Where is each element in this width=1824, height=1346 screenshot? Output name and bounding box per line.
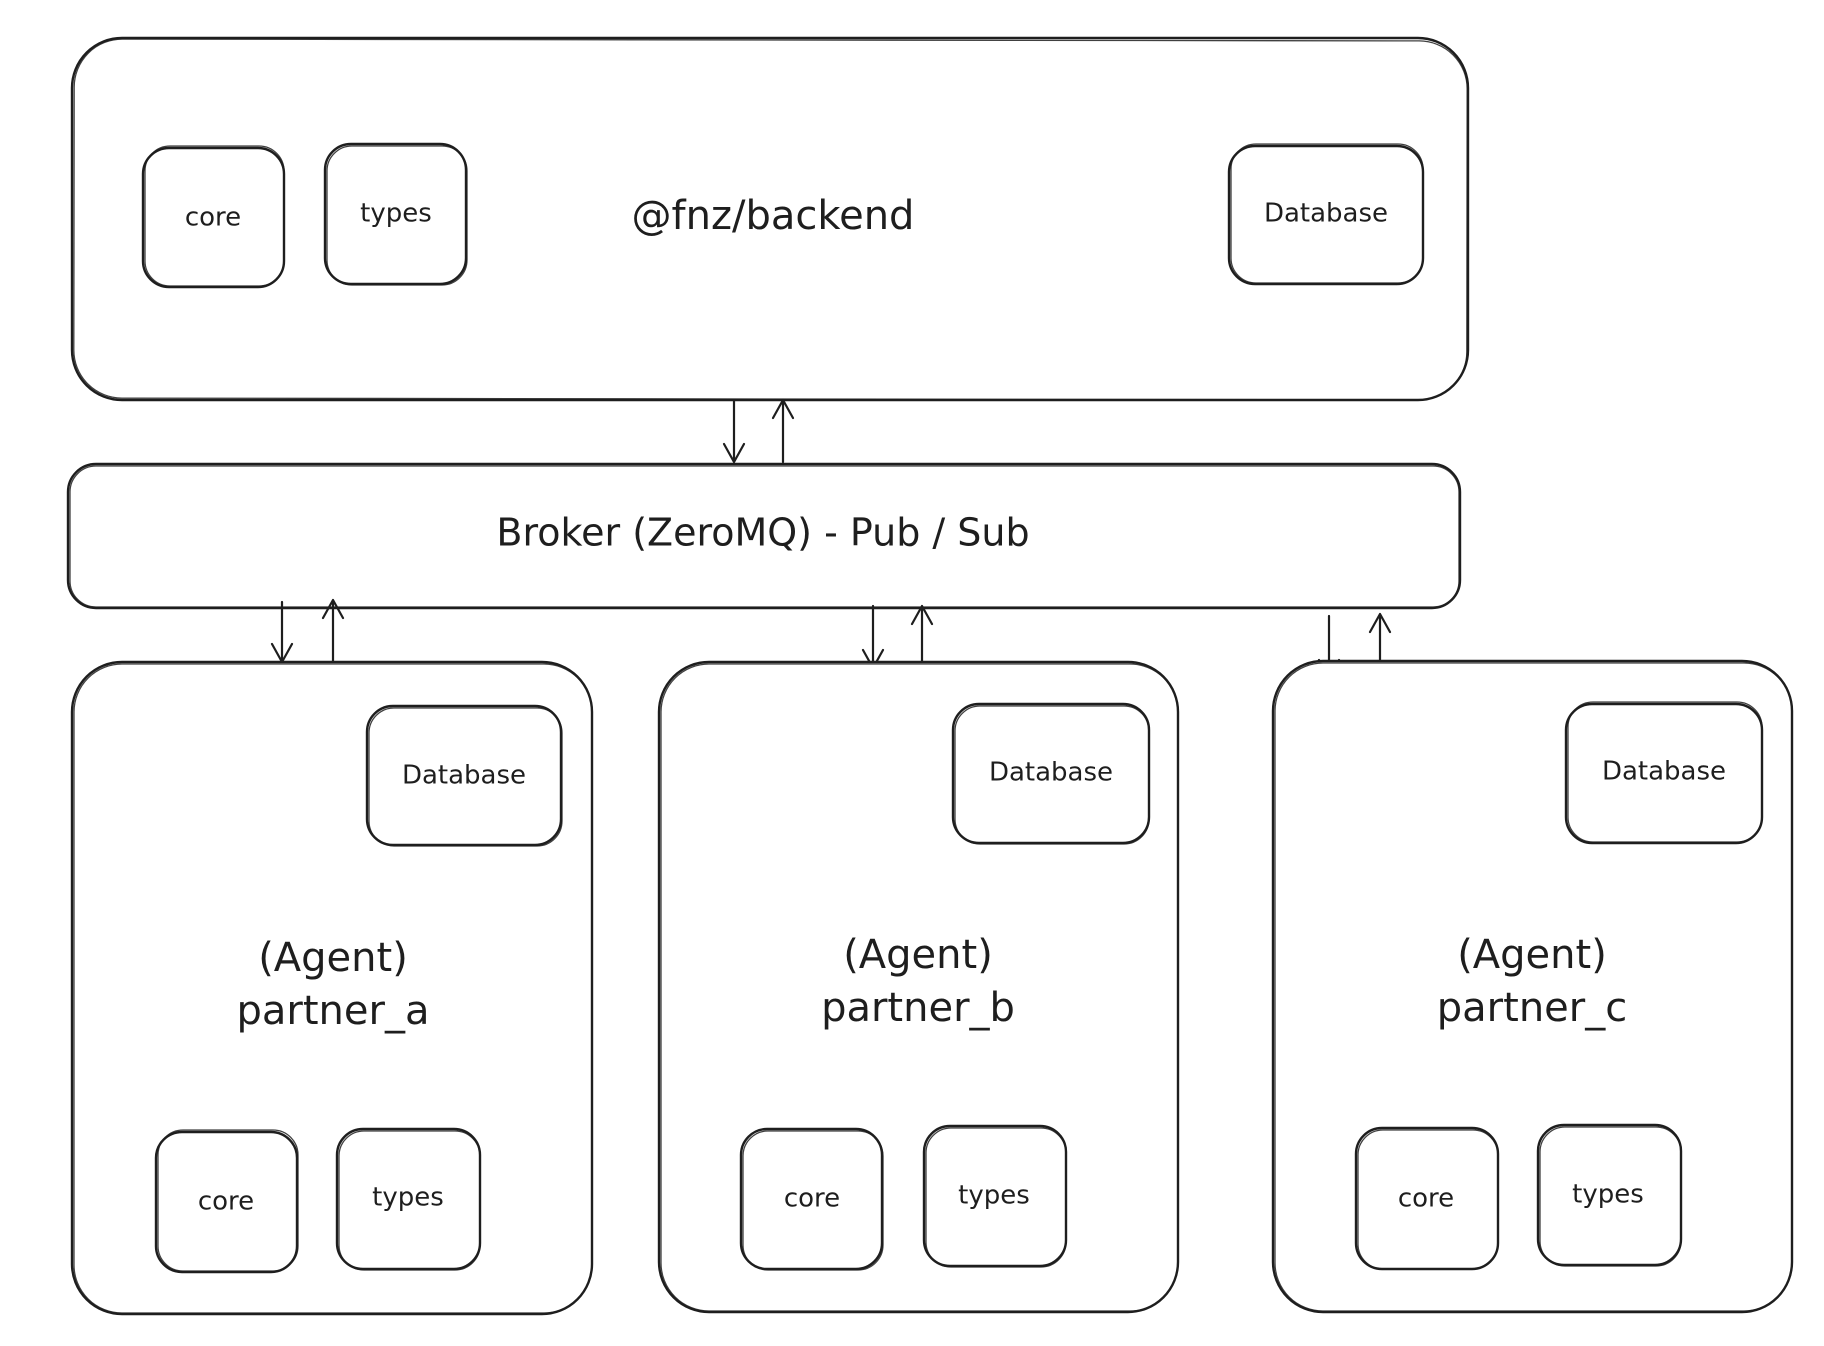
agent-name-label: partner_a <box>237 988 430 1034</box>
arrow-broker-to-partner-b <box>861 604 885 670</box>
backend-title: @fnz/backend <box>632 193 915 239</box>
agent-core-label: core <box>1398 1184 1454 1214</box>
backend-types-module: types <box>323 142 468 286</box>
arrow-broker-to-partner-a <box>270 600 294 664</box>
agent-types-module: types <box>1536 1123 1683 1267</box>
agent-container-partner-c: (Agent) partner_c Database core types <box>1271 659 1794 1314</box>
agent-core-module: core <box>154 1129 299 1274</box>
agent-database-label: Database <box>1602 757 1726 787</box>
agent-types-module: types <box>922 1124 1068 1268</box>
agent-core-module: core <box>739 1127 884 1271</box>
agent-database-label: Database <box>989 758 1113 788</box>
arrow-partner-a-to-broker <box>321 598 345 664</box>
agent-container-partner-b: (Agent) partner_b Database core types <box>657 660 1180 1314</box>
backend-core-label: core <box>185 203 241 233</box>
agent-database-module: Database <box>951 702 1151 845</box>
agent-core-label: core <box>198 1187 254 1217</box>
agent-types-module: types <box>335 1127 482 1271</box>
agent-database-label: Database <box>402 761 526 791</box>
agent-name-label: partner_b <box>821 985 1015 1031</box>
backend-core-module: core <box>141 145 286 289</box>
backend-types-label: types <box>360 199 432 229</box>
agent-role-label: (Agent) <box>843 932 993 978</box>
agent-role-label: (Agent) <box>1457 932 1607 978</box>
agent-core-module: core <box>1354 1126 1500 1271</box>
agent-types-label: types <box>372 1183 444 1213</box>
broker-bar: Broker (ZeroMQ) - Pub / Sub <box>66 462 1462 610</box>
agent-types-label: types <box>958 1181 1030 1211</box>
arrow-backend-to-broker <box>722 398 746 464</box>
backend-database-label: Database <box>1264 199 1388 229</box>
agent-database-module: Database <box>1564 701 1764 845</box>
backend-container: @fnz/backend core types Database <box>70 36 1470 402</box>
arrow-partner-b-to-broker <box>910 604 934 670</box>
agent-container-partner-a: (Agent) partner_a Database core types <box>70 660 594 1316</box>
backend-database-module: Database <box>1227 143 1425 286</box>
agent-name-label: partner_c <box>1437 985 1627 1031</box>
broker-label: Broker (ZeroMQ) - Pub / Sub <box>496 511 1029 555</box>
agent-types-label: types <box>1572 1180 1644 1210</box>
agent-database-module: Database <box>365 704 563 847</box>
arrow-broker-to-backend <box>771 398 795 464</box>
agent-role-label: (Agent) <box>258 935 408 981</box>
agent-core-label: core <box>784 1184 840 1214</box>
